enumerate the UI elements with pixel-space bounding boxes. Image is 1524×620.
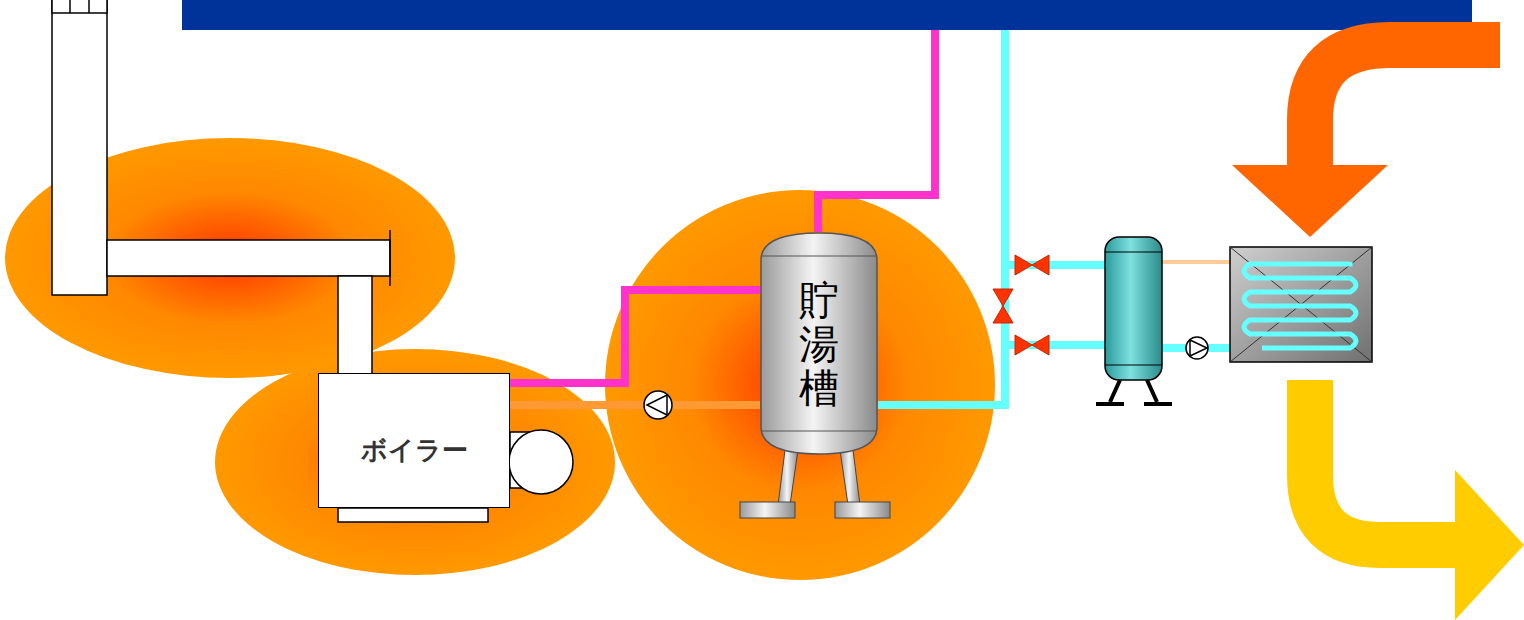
tank-seam [761,256,877,431]
boiler-box: ボイラー [318,373,510,508]
air-out-arrow [1455,470,1524,620]
hot-pipe [818,30,935,232]
expansion-tank [1096,237,1172,404]
air-in-arrow [1310,45,1500,165]
supply-pipe [510,290,760,383]
valve [993,255,1049,355]
node-label: ボイラー [361,433,468,468]
chimney [52,0,390,374]
air-out-arrow [1310,380,1455,545]
air-in-arrow [1232,165,1388,237]
tank-legs [740,450,890,518]
tank-shell [761,233,877,454]
pump-symbol [644,337,1208,419]
cold-pipe [878,30,1005,405]
node-label: 貯湯槽 [799,278,839,410]
heat-exchanger [1230,247,1372,362]
storage-tank: 貯湯槽 [760,232,878,455]
return-pipe [510,401,760,409]
header-band [182,0,1472,30]
heat-glow [605,190,995,580]
